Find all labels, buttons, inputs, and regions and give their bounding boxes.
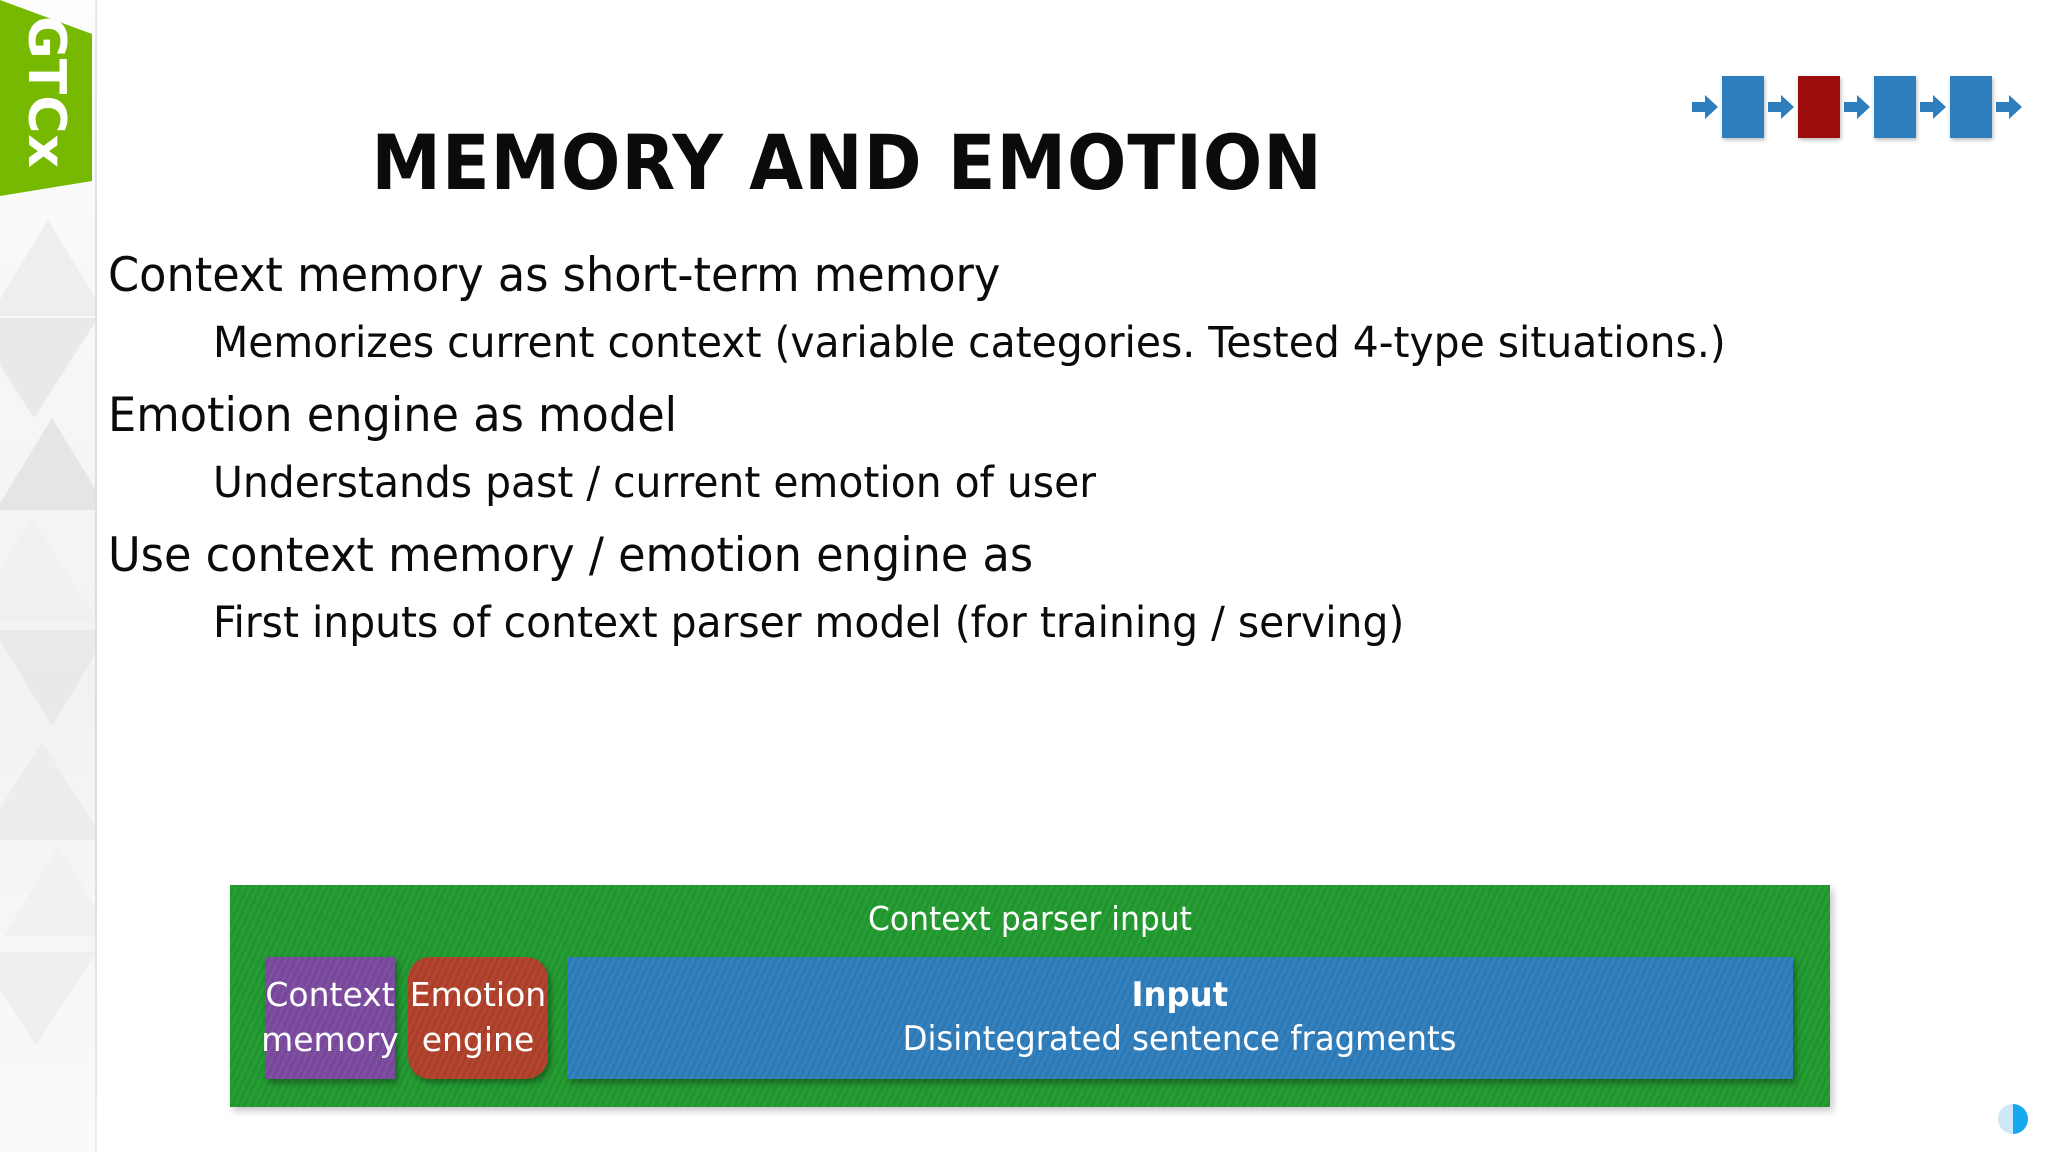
progress-step-2[interactable]: [1798, 76, 1840, 138]
rail-triangle-3: [0, 418, 97, 510]
rail-triangle-5: [0, 630, 97, 726]
rail-triangle-8: [0, 952, 96, 1046]
bullet-level1: Use context memory / emotion engine as: [108, 528, 1034, 583]
progress-strip: [1688, 72, 2026, 142]
bullet-level2: Understands past / current emotion of us…: [213, 458, 1097, 508]
bullet-level2: First inputs of context parser model (fo…: [213, 598, 1405, 648]
diagram-box-emotion-engine: Emotion engine: [408, 957, 548, 1079]
rail-triangle-6: [0, 742, 97, 840]
arrow-right-icon: [1920, 95, 1946, 119]
page-title: MEMORY AND EMOTION: [371, 118, 1323, 207]
rail-separator-line: [95, 0, 97, 1152]
context-memory-line2: memory: [261, 1020, 399, 1059]
rail-triangle-4: [0, 520, 97, 622]
gtcx-banner-label: GTCx: [16, 16, 76, 169]
arrow-right-icon: [1996, 95, 2022, 119]
progress-step-4[interactable]: [1950, 76, 1992, 138]
emotion-engine-line2: engine: [421, 1020, 535, 1059]
bullet-level2: Memorizes current context (variable cate…: [213, 318, 1726, 368]
arrow-right-icon: [1692, 95, 1718, 119]
playback-progress-dot[interactable]: [1998, 1104, 2028, 1134]
left-decorative-rail: [0, 0, 97, 1152]
bullet-level1: Context memory as short-term memory: [108, 248, 1001, 303]
arrow-right-icon: [1844, 95, 1870, 119]
context-memory-line1: Context: [265, 975, 395, 1015]
rail-triangle-2: [0, 318, 97, 418]
progress-step-3[interactable]: [1874, 76, 1916, 138]
diagram-box-input: Input Disintegrated sentence fragments: [567, 957, 1793, 1079]
input-heading: Input: [1131, 975, 1229, 1016]
bullet-list: Context memory as short-term memory Memo…: [108, 252, 1988, 672]
progress-step-1[interactable]: [1722, 76, 1764, 138]
input-subtext: Disintegrated sentence fragments: [903, 1019, 1457, 1059]
gtcx-banner: GTCx: [0, 0, 92, 196]
diagram-box-context-memory: Context memory: [261, 957, 399, 1079]
emotion-engine-line1: Emotion: [409, 975, 547, 1015]
arrow-right-icon: [1768, 95, 1794, 119]
bullet-level1: Emotion engine as model: [108, 388, 678, 443]
rail-triangle-1: [0, 220, 97, 316]
rail-triangle-7: [4, 846, 97, 936]
context-parser-input-diagram: Context parser input Context memory Emot…: [230, 885, 1830, 1107]
diagram-title: Context parser input: [868, 899, 1192, 938]
